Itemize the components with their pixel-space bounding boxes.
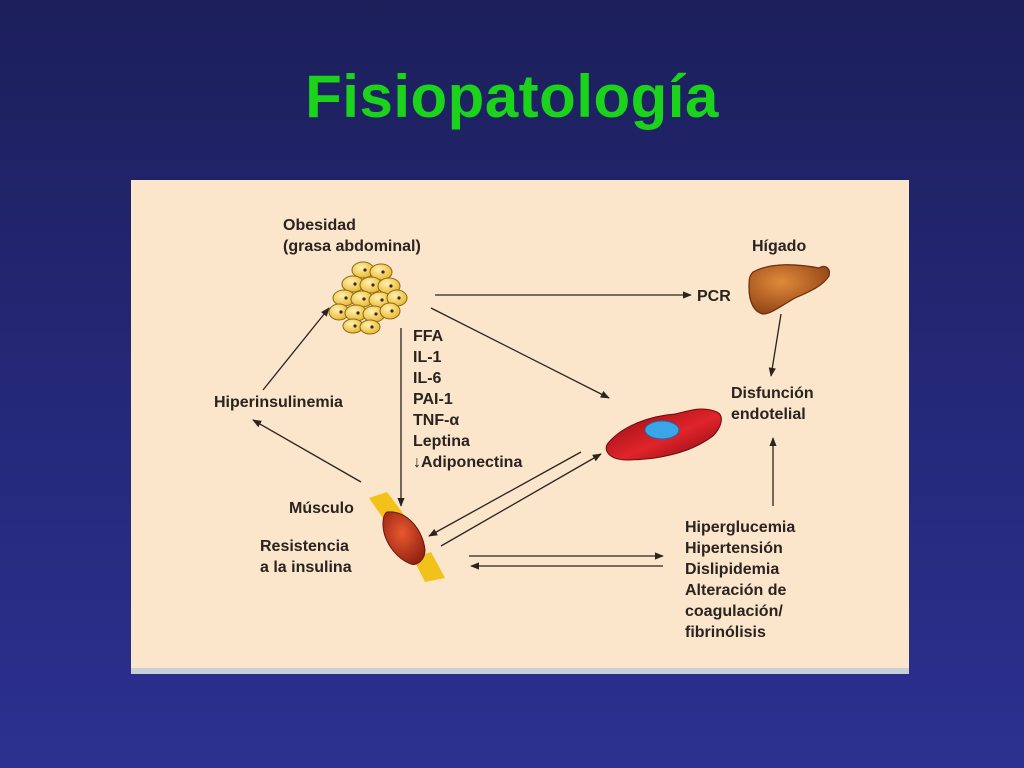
label-obesidad: Obesidad (grasa abdominal): [283, 215, 421, 257]
label-resistencia-line-1: Resistencia: [260, 538, 349, 555]
label-obesidad-line-2: (grasa abdominal): [283, 238, 421, 255]
factor-adiponectina: ↓Adiponectina: [413, 454, 523, 471]
factor-pai1: PAI-1: [413, 391, 453, 408]
label-disfuncion-endotelial: Disfunción endotelial: [731, 383, 814, 425]
pathophysiology-diagram: Obesidad (grasa abdominal) Hígado PCR Di…: [131, 180, 909, 674]
label-consecuencias: Hiperglucemia Hipertensión Dislipidemia …: [685, 517, 795, 643]
arrow-musculo-to-cell: [440, 453, 602, 547]
label-disfuncion-line-2: endotelial: [731, 406, 806, 423]
label-factores: FFA IL-1 IL-6 PAI-1 TNF-α Leptina ↓Adipo…: [413, 326, 522, 473]
slide-title: Fisiopatología: [305, 63, 719, 130]
label-pcr: PCR: [697, 288, 731, 305]
endothelial-cell-icon: [605, 408, 722, 461]
arrow-hiperinsulinemia-to-obesidad: [262, 307, 330, 391]
label-musculo: Músculo: [289, 500, 354, 517]
label-higado: Hígado: [752, 238, 807, 255]
arrow-higado-to-disfuncion: [768, 313, 782, 377]
consecuencia-dislipidemia: Dislipidemia: [685, 561, 780, 578]
consecuencia-hiperglucemia: Hiperglucemia: [685, 519, 796, 536]
consecuencia-fibrinolisis: fibrinólisis: [685, 624, 766, 641]
liver-icon: [748, 264, 830, 315]
factor-ffa: FFA: [413, 328, 444, 345]
arrow-cell-to-musculo: [428, 451, 582, 537]
label-resistencia: Resistencia a la insulina: [260, 536, 352, 578]
consecuencia-hipertension: Hipertensión: [685, 540, 783, 557]
consecuencia-coagulacion: coagulación/: [685, 603, 783, 620]
consecuencia-alteracion: Alteración de: [685, 582, 787, 599]
arrow-musculo-to-hiperinsulinemia: [252, 419, 362, 483]
label-obesidad-line-1: Obesidad: [283, 217, 356, 234]
label-hiperinsulinemia: Hiperinsulinemia: [214, 394, 343, 411]
factor-tnf: TNF-α: [413, 412, 460, 429]
label-disfuncion-line-1: Disfunción: [731, 385, 814, 402]
fat-cells-icon: [328, 261, 408, 335]
arrow-obesidad-to-cell: [430, 307, 610, 399]
factor-il1: IL-1: [413, 349, 442, 366]
factor-leptina: Leptina: [413, 433, 470, 450]
diagram-graphics: [252, 261, 830, 582]
muscle-icon: [369, 492, 445, 582]
label-resistencia-line-2: a la insulina: [260, 559, 352, 576]
factor-il6: IL-6: [413, 370, 442, 387]
